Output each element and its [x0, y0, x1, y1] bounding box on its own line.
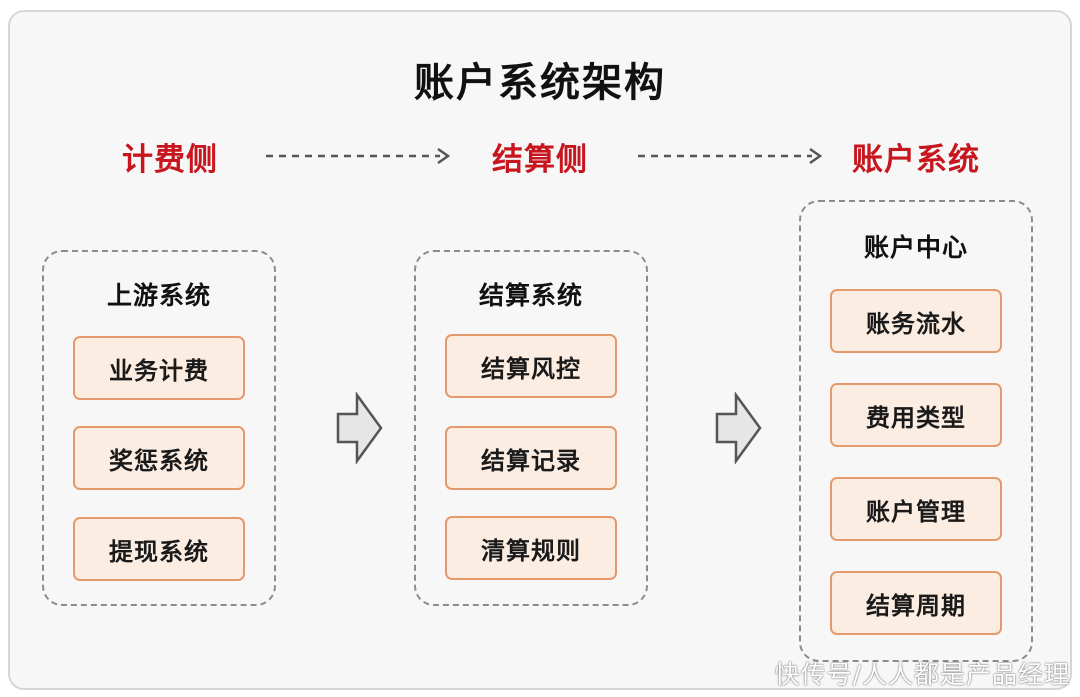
- item-withdrawal-system: 提现系统: [73, 517, 245, 581]
- stage-label-settlement: 结算侧: [492, 142, 588, 178]
- dashed-arrow-right-icon: [638, 147, 823, 165]
- item-settlement-risk-control: 结算风控: [445, 334, 617, 398]
- block-arrow-right-icon: [715, 392, 762, 464]
- item-settlement-cycle: 结算周期: [830, 571, 1002, 635]
- block-arrow-right-icon: [336, 392, 383, 464]
- group-title: 上游系统: [106, 281, 211, 310]
- group-upstream-system: 上游系统 业务计费 奖惩系统 提现系统: [42, 250, 276, 606]
- stage-label-billing: 计费侧: [122, 142, 218, 178]
- diagram-title: 账户系统架构: [414, 60, 666, 106]
- item-reward-penalty-system: 奖惩系统: [73, 426, 245, 490]
- item-fee-type: 费用类型: [830, 383, 1002, 447]
- item-clearing-rules: 清算规则: [445, 516, 617, 580]
- item-account-journal: 账务流水: [830, 289, 1002, 353]
- item-account-management: 账户管理: [830, 477, 1002, 541]
- group-title: 结算系统: [478, 281, 583, 310]
- group-account-center: 账户中心 账务流水 费用类型 账户管理 结算周期: [799, 200, 1033, 662]
- dashed-arrow-right-icon: [266, 147, 451, 165]
- group-title: 账户中心: [863, 233, 968, 262]
- watermark: 快传号/人人都是产品经理: [774, 660, 1070, 689]
- item-settlement-record: 结算记录: [445, 426, 617, 490]
- group-settlement-system: 结算系统 结算风控 结算记录 清算规则: [414, 250, 648, 606]
- stage-label-account-system: 账户系统: [852, 142, 980, 178]
- item-business-billing: 业务计费: [73, 336, 245, 400]
